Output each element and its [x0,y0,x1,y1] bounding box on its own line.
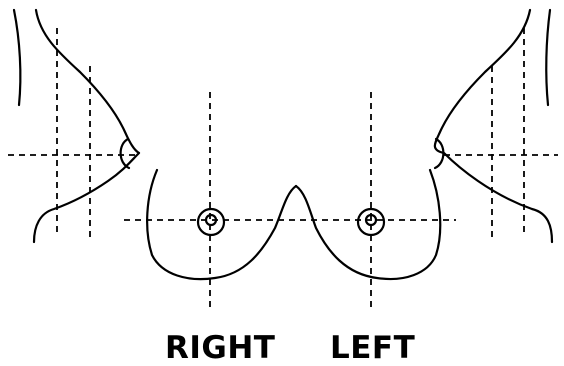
right-profile-view [12,8,141,244]
left-areola [356,207,386,237]
reference-lines [8,28,558,308]
left-profile-outline [433,8,554,244]
right-areola [196,207,226,237]
left-profile-back-line [545,8,552,107]
left-breast-outline [294,168,442,280]
right-breast-outline [146,168,298,281]
left-profile-areola [433,137,445,170]
left-profile-view [433,8,554,244]
right-side-label: RIGHT [165,330,276,366]
left-side-label: LEFT [330,330,416,366]
right-profile-back-line [12,8,22,107]
frontal-view [146,168,442,281]
right-profile-outline [32,8,141,244]
right-profile-areola [119,137,131,170]
